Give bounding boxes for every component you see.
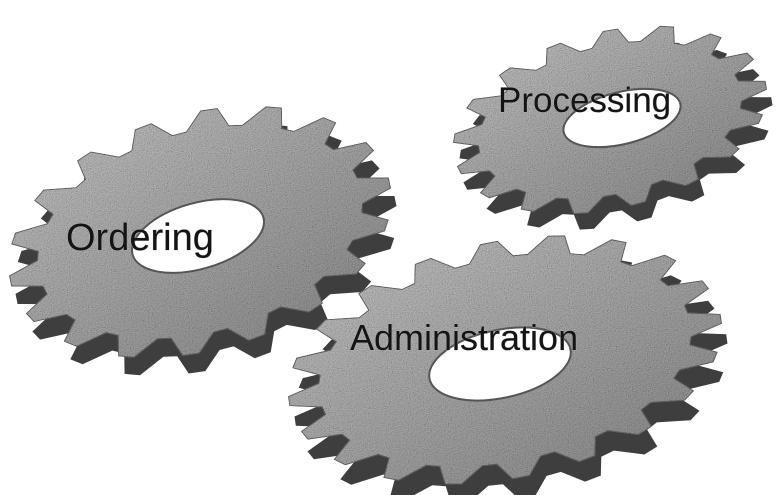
gear-processing-label: Processing <box>498 81 671 120</box>
gear-administration: Administration <box>287 235 728 495</box>
gear-ordering-label: Ordering <box>66 217 214 259</box>
gear-ordering: Ordering <box>8 106 397 376</box>
gear-processing: Processing <box>452 25 773 230</box>
gear-processing-hole <box>562 87 682 149</box>
gear-administration-label: Administration <box>350 317 578 358</box>
gear-administration-hole <box>428 326 572 402</box>
gear-ordering-hole <box>131 198 265 274</box>
